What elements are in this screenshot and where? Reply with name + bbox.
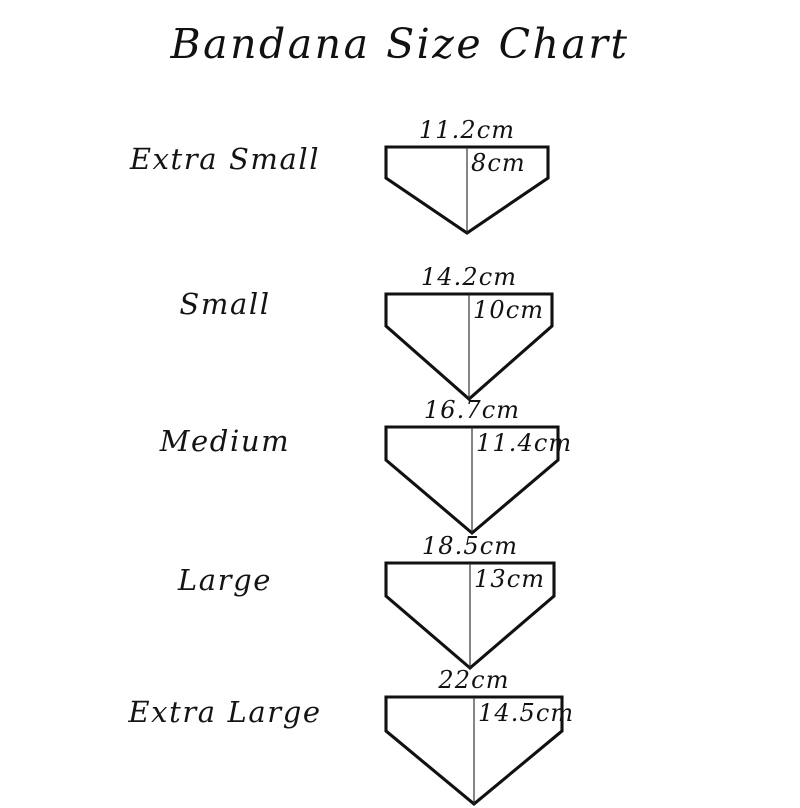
height-dimension-label: 10cm	[473, 296, 545, 324]
width-dimension-label: 18.5cm	[421, 532, 519, 560]
bandana-shape: 11.2cm 8cm	[382, 116, 552, 237]
bandana-outline-svg	[384, 145, 550, 235]
bandana-shape: 16.7cm 11.4cm	[382, 396, 571, 537]
size-name-label: Medium	[159, 424, 291, 458]
height-dimension-label: 11.4cm	[476, 429, 573, 457]
bandana-shape: 14.2cm 10cm	[382, 263, 556, 403]
bandana-outline-svg	[384, 425, 560, 536]
height-dimension-label: 13cm	[474, 565, 546, 593]
bandana-outline-svg	[384, 695, 564, 807]
width-dimension-label: 14.2cm	[420, 263, 518, 291]
bandana-shape: 18.5cm 13cm	[382, 532, 558, 672]
size-name-label: Extra Large	[128, 695, 322, 729]
bandana-outline-svg	[384, 561, 556, 671]
width-dimension-label: 22cm	[438, 666, 510, 694]
bandana-shape: 22cm 14.5cm	[382, 666, 573, 808]
height-dimension-label: 8cm	[471, 149, 526, 177]
height-dimension-label: 14.5cm	[478, 699, 575, 727]
size-name-label: Small	[179, 287, 271, 321]
width-dimension-label: 16.7cm	[423, 396, 521, 424]
bandana-outline-svg	[384, 292, 554, 402]
size-name-label: Large	[177, 563, 273, 597]
width-dimension-label: 11.2cm	[418, 116, 516, 144]
page-title: Bandana Size Chart	[170, 20, 630, 68]
size-name-label: Extra Small	[129, 142, 321, 176]
